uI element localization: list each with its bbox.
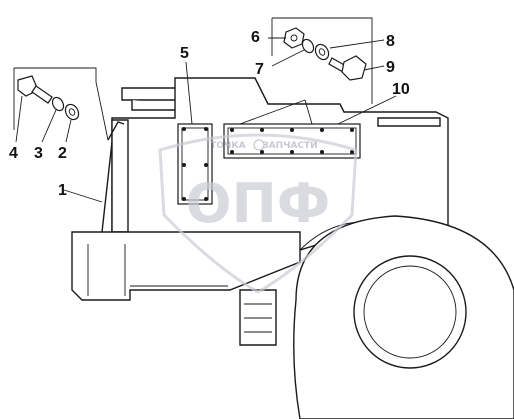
callout-5: 5 [180,45,189,62]
hatch-cover-10 [223,123,361,159]
rear-wheel [293,215,514,419]
callout-4: 4 [9,145,18,162]
callout-9: 9 [386,59,395,76]
watermark-line1: ТОЧКА [210,141,245,151]
inset-fastener-left [13,67,109,143]
callout-10: 10 [392,81,410,98]
callout-2: 2 [58,145,67,162]
watermark-logo: ОПФ [186,172,331,235]
leader-10 [337,95,397,125]
callout-6: 6 [251,29,260,46]
vehicle-body [71,77,449,346]
callout-1: 1 [58,182,67,199]
watermark-line2: ЗАПЧАСТИ [262,141,317,151]
leader-5 [185,61,193,125]
callout-7: 7 [255,61,264,78]
support-rod-1 [63,121,125,233]
callout-8: 8 [386,33,395,50]
watermark: ОПФ ТОЧКА ЗАПЧАСТИ [158,133,358,294]
hatch-cover-5 [177,123,213,205]
callout-3: 3 [34,145,43,162]
inset-fastener-top [239,17,385,125]
